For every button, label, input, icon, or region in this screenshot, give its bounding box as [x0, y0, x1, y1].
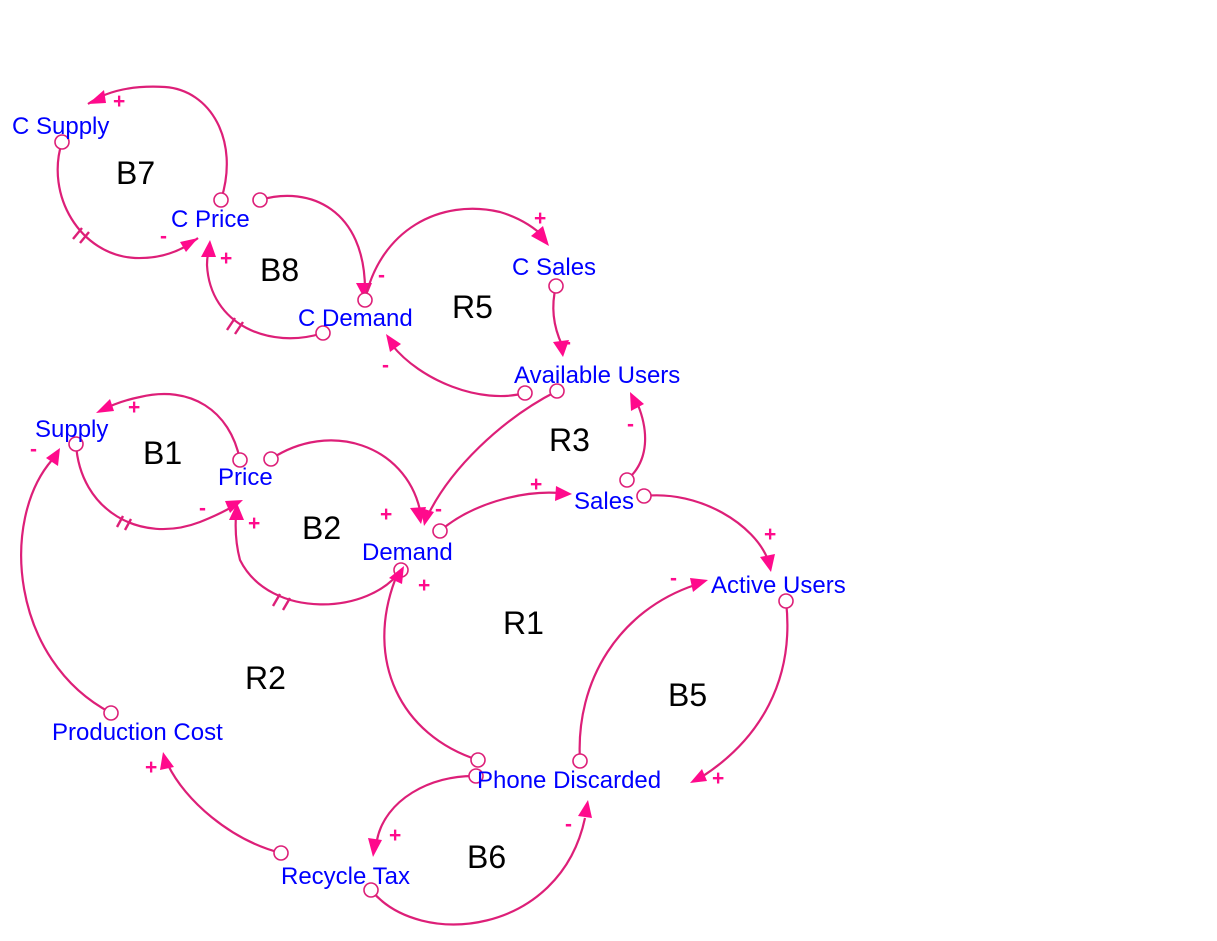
svg-text:-: - [565, 813, 572, 836]
link-sales-to-activeusers [636, 488, 775, 572]
loop-label-r2: R2 [245, 660, 286, 696]
link-productioncost-to-supply [20, 448, 119, 721]
svg-text:+: + [764, 523, 776, 546]
link-cprice-to-cdemand [252, 192, 372, 300]
svg-text:+: + [534, 207, 546, 230]
link-recycletax-to-productioncost [160, 752, 289, 861]
svg-text:+: + [712, 767, 724, 790]
delay-mark-cdemand-cprice [226, 317, 244, 335]
link-price-to-demand [263, 439, 426, 524]
link-price-to-supply [96, 392, 248, 468]
link-activeusers-to-phonediscarded [690, 593, 794, 783]
polarity-signs: + - + - + - - + - - + + - + - + - + + + … [30, 90, 776, 847]
svg-text:-: - [564, 331, 571, 354]
link-phonediscarded-to-recycletax [368, 768, 484, 857]
link-csales-to-availableusers [548, 278, 569, 357]
loop-label-r5: R5 [452, 289, 493, 325]
variable-supply: Supply [35, 416, 108, 443]
link-phonediscarded-to-activeusers [572, 578, 708, 769]
variable-c-price: C Price [171, 206, 250, 233]
link-availableusers-to-cdemand [386, 334, 533, 401]
link-sales-to-availableusers [619, 392, 647, 488]
variable-demand: Demand [362, 539, 453, 566]
svg-text:+: + [248, 512, 260, 535]
svg-text:-: - [435, 498, 442, 521]
loop-label-b8: B8 [260, 252, 299, 288]
svg-text:+: + [128, 396, 140, 419]
svg-text:-: - [199, 497, 206, 520]
svg-text:-: - [378, 264, 385, 287]
variable-c-sales: C Sales [512, 254, 596, 281]
svg-text:+: + [145, 756, 157, 779]
link-cdemand-to-cprice [201, 240, 331, 341]
variable-available-users: Available Users [514, 362, 680, 389]
variable-recycle-tax: Recycle Tax [281, 863, 410, 890]
delay-mark-supply-price [115, 515, 133, 531]
svg-text:-: - [670, 567, 677, 590]
link-cprice-to-csupply [87, 85, 229, 208]
svg-text:+: + [220, 247, 232, 270]
svg-text:-: - [30, 438, 37, 461]
loop-label-b1: B1 [143, 435, 182, 471]
svg-text:-: - [382, 354, 389, 377]
variable-price: Price [218, 464, 273, 491]
loop-label-b6: B6 [467, 839, 506, 875]
svg-text:-: - [627, 413, 634, 436]
svg-text:+: + [389, 824, 401, 847]
loop-label-r1: R1 [503, 605, 544, 641]
link-phonediscarded-to-demand [383, 566, 486, 768]
variable-sales: Sales [574, 488, 634, 515]
link-csupply-to-cprice [54, 134, 199, 260]
variable-c-demand: C Demand [298, 305, 413, 332]
link-recycletax-to-phonediscarded [363, 800, 592, 926]
loop-label-b2: B2 [302, 510, 341, 546]
svg-text:-: - [160, 225, 167, 248]
variable-c-supply: C Supply [12, 113, 109, 140]
link-availableusers-to-demand [421, 383, 565, 526]
svg-text:+: + [113, 90, 125, 113]
link-cdemand-to-csales [357, 207, 549, 308]
svg-text:+: + [530, 473, 542, 496]
link-supply-to-price [68, 436, 243, 531]
variable-active-users: Active Users [711, 572, 846, 599]
svg-text:+: + [380, 503, 392, 526]
variable-production-cost: Production Cost [52, 719, 223, 746]
delay-mark-demand-price [271, 593, 292, 611]
loop-label-r3: R3 [549, 422, 590, 458]
svg-text:+: + [418, 574, 430, 597]
loop-label-b7: B7 [116, 155, 155, 191]
link-demand-to-sales [432, 486, 572, 539]
delay-mark-csupply-cprice [72, 227, 90, 244]
variable-phone-discarded: Phone Discarded [477, 767, 661, 794]
loop-label-b5: B5 [668, 677, 707, 713]
